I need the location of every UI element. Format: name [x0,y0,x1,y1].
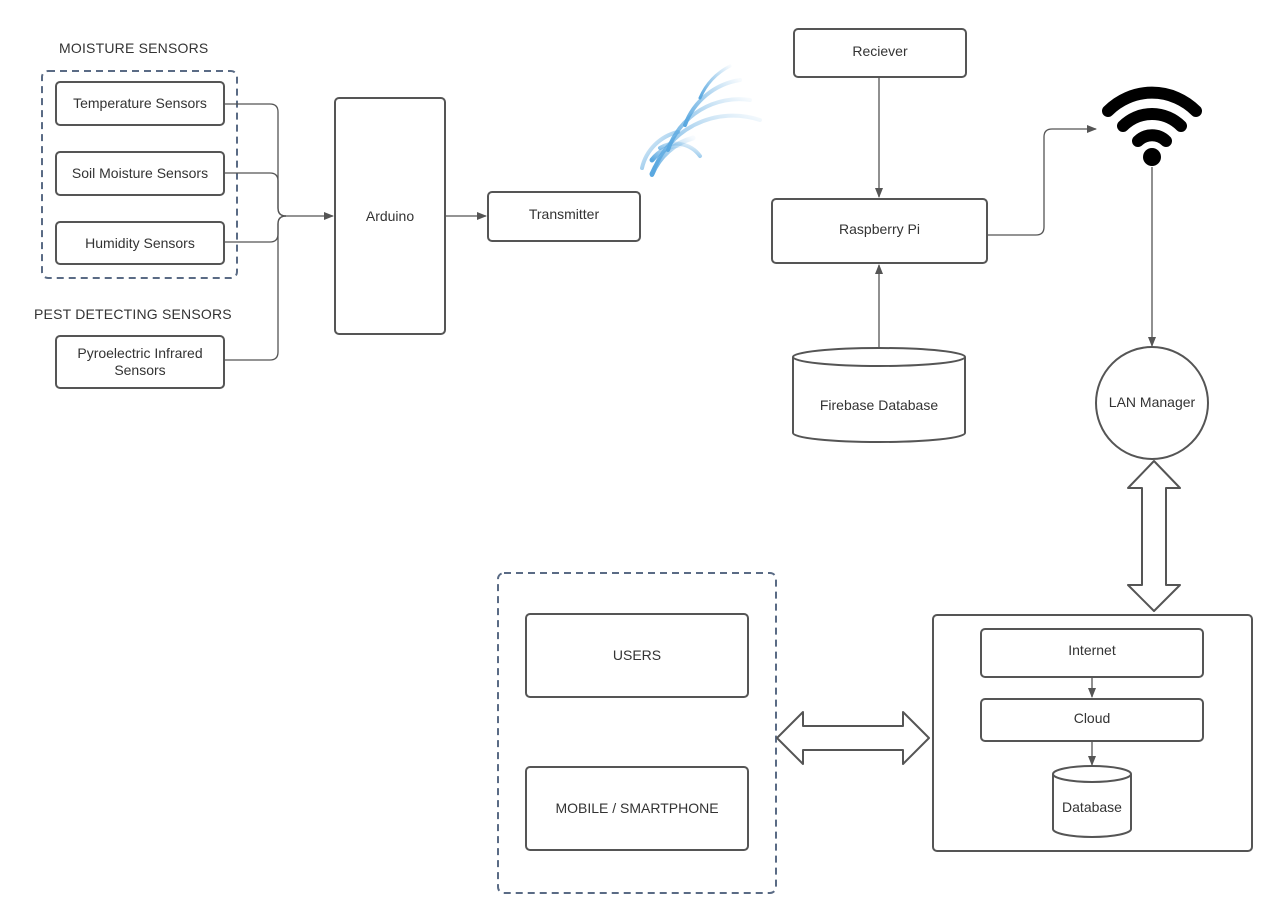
receiver-box [793,28,967,78]
pest-sensors-caption: PEST DETECTING SENSORS [34,306,232,322]
lan-internet-double-arrow [1127,460,1181,612]
users-network-double-arrow [776,711,930,765]
firebase-database-cylinder [792,347,966,443]
database-cylinder [1052,765,1132,838]
internet-label: Internet [1068,641,1116,658]
humidity-sensors-label: Humidity Sensors [85,234,195,251]
cloud-label: Cloud [1073,709,1111,726]
arduino-label: Arduino [365,207,415,224]
moisture-sensors-group [41,70,238,279]
wireless-signal-icon [640,64,762,177]
user-devices-group [497,572,777,894]
users-box [525,613,749,698]
mobile-box [525,766,749,851]
sensor-connectors [224,103,334,361]
raspberry-pi-box [771,198,988,264]
soil-moisture-sensors-label: Soil Moisture Sensors [71,165,209,181]
temperature-sensors-label: Temperature Sensors [73,95,207,111]
raspberry-to-wifi-arrow [987,125,1097,236]
wifi-icon [1102,86,1202,166]
users-label: USERS [612,647,662,663]
lan-manager-circle [1095,346,1209,460]
mobile-label: MOBILE / SMARTPHONE [555,800,719,816]
transmitter-label: Transmitter [528,205,600,222]
lan-manager-label: LAN Manager [1108,393,1196,410]
humidity-sensors-box [55,221,225,265]
pyroelectric-sensors-box [55,335,225,389]
receiver-label: Reciever [852,42,908,59]
moisture-sensors-caption: MOISTURE SENSORS [59,40,209,56]
pyroelectric-sensors-label: Pyroelectric Infrared Sensors [77,345,203,378]
transmitter-box [487,191,641,242]
database-label: Database [1062,798,1122,815]
raspberry-pi-label: Raspberry Pi [839,220,920,237]
firebase-database-label: Firebase Database [819,396,939,413]
